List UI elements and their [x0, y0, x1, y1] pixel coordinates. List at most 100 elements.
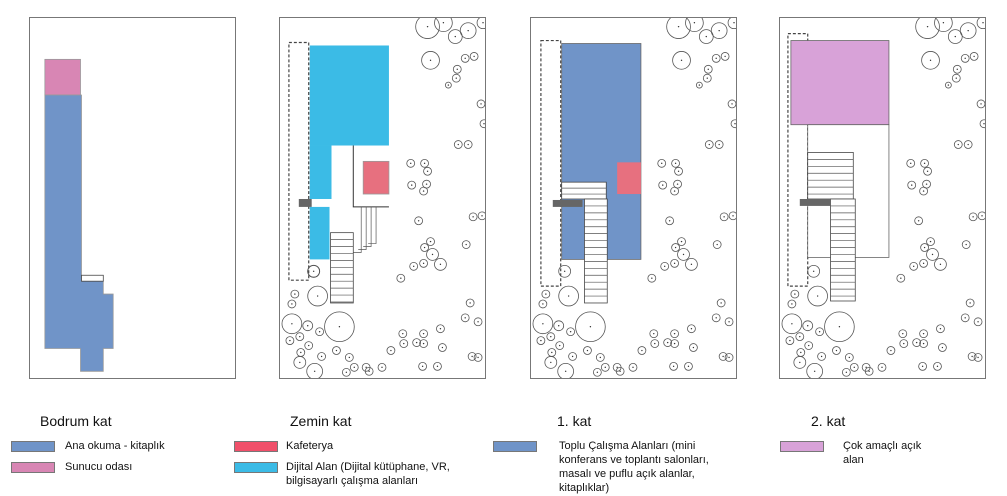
tree-center-dot [807, 325, 809, 327]
tree-center-dot [716, 243, 718, 246]
tree-center-dot [403, 342, 405, 345]
tree-center-dot [316, 295, 319, 297]
tree-center-dot [415, 341, 418, 344]
tree-icon [720, 52, 730, 61]
tree-center-dot [698, 84, 701, 86]
tree-center-dot [917, 220, 920, 222]
tree-center-dot [668, 220, 671, 222]
tree-center-dot [483, 123, 485, 125]
tree-center-dot [818, 331, 821, 333]
tree-icon [477, 211, 485, 221]
tree-center-dot [705, 35, 707, 38]
tree-center-dot [673, 332, 676, 335]
tree-icon [307, 264, 321, 278]
staircase [330, 232, 354, 304]
tree-icon [461, 240, 471, 249]
tree-center-dot [853, 366, 855, 369]
tree-center-dot [977, 356, 979, 359]
tree-icon [555, 341, 565, 350]
tree-center-dot [381, 366, 383, 369]
tree-center-dot [335, 349, 338, 352]
tree-center-dot [442, 22, 445, 24]
tree-center-dot [545, 293, 547, 295]
tree-icon [687, 324, 696, 334]
tree-center-dot [942, 22, 945, 24]
tree-icon [344, 353, 354, 362]
tree-icon [465, 298, 475, 308]
tree-center-dot [800, 351, 802, 354]
tree-center-dot [616, 366, 618, 369]
tree-icon [473, 353, 483, 362]
legend-label-group-study: Toplu Çalışma Alanları (mini konferans v… [559, 440, 709, 494]
tree-icon [841, 367, 851, 377]
tree-icon [628, 362, 638, 372]
legend-swatch-server-room [11, 462, 55, 473]
tree-icon [702, 73, 712, 83]
tree-center-dot [954, 35, 956, 38]
floor-title-first: 1. kat [557, 413, 592, 429]
upper-stair [561, 181, 607, 200]
plan-basement [29, 17, 236, 379]
tree-icon [285, 336, 295, 345]
tree-center-dot [429, 59, 432, 62]
tree-center-dot [457, 143, 459, 146]
tree-center-dot [456, 68, 458, 70]
tree-icon [795, 332, 805, 342]
tree-center-dot [564, 370, 567, 373]
tree-center-dot [692, 346, 695, 349]
tree-center-dot [653, 332, 655, 335]
tree-icon [541, 289, 551, 299]
plan-second-floor [779, 17, 986, 379]
tree-icon [315, 327, 324, 337]
tree-center-dot [931, 253, 934, 256]
tree-center-dot [733, 22, 735, 24]
tree-icon [919, 186, 928, 196]
tree-center-dot [980, 103, 982, 105]
tree-center-dot [816, 295, 819, 297]
legend-label-main-reading: Ana okuma - kitaplık [65, 440, 165, 452]
tree-icon [877, 362, 887, 372]
tree-center-dot [983, 123, 985, 125]
tree-center-dot [569, 331, 572, 333]
tree-icon [963, 140, 973, 149]
tree-icon [420, 243, 429, 252]
elevator-block [298, 198, 312, 207]
tree-icon [669, 361, 678, 371]
tree-center-dot [923, 162, 926, 165]
tree-center-dot [422, 342, 425, 345]
tree-center-dot [676, 183, 679, 185]
tree-icon [832, 346, 841, 355]
tree-center-dot [542, 323, 544, 325]
tree-center-dot [718, 29, 720, 32]
tree-icon [685, 258, 698, 271]
tree-center-dot [551, 351, 553, 354]
staircase [830, 198, 856, 302]
tree-icon [650, 339, 660, 348]
tree-icon [785, 336, 795, 345]
tree-icon [536, 336, 546, 345]
tree-center-dot [707, 68, 709, 70]
tree-center-dot [422, 332, 425, 335]
tree-icon [698, 29, 714, 44]
tree-center-dot [289, 339, 291, 342]
tree-icon [436, 324, 445, 334]
tree-center-dot [923, 246, 926, 249]
tree-icon [304, 341, 314, 350]
tree-center-dot [422, 190, 425, 192]
tree-icon [324, 311, 355, 342]
tree-icon [934, 258, 947, 271]
tree-icon [637, 346, 647, 355]
tree-icon [546, 332, 556, 342]
tree-center-dot [307, 325, 309, 327]
tree-icon [438, 343, 447, 352]
tree-center-dot [482, 22, 484, 24]
tree-center-dot [969, 302, 971, 304]
tree-icon [727, 99, 736, 109]
tree-center-dot [477, 356, 479, 359]
tree-icon [724, 353, 734, 362]
tree-icon [434, 18, 453, 33]
tree-center-dot [672, 365, 675, 368]
tree-icon [419, 329, 428, 339]
tree-center-dot [411, 184, 413, 186]
tree-icon [349, 362, 359, 372]
